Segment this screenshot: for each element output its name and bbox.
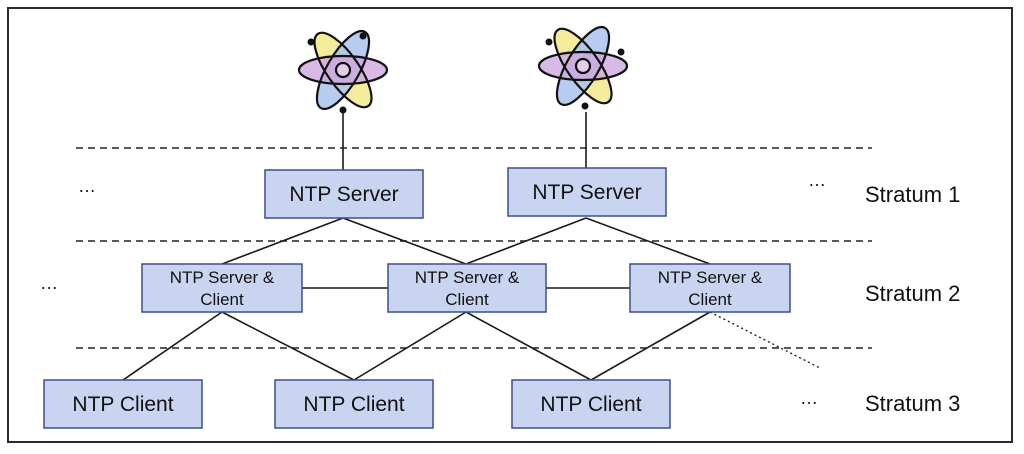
link-sc3-more (709, 311, 821, 369)
node-label: NTP Client (72, 393, 173, 416)
link-sc3-client3 (590, 311, 711, 381)
link-sc1-client2 (221, 311, 355, 381)
node-label: NTP Server (532, 181, 641, 204)
ntp-server-node: NTP Server (264, 169, 424, 219)
link-sc2-client2 (353, 311, 467, 381)
link-server2-sc3 (585, 217, 711, 265)
stratum-2-label: Stratum 2 (865, 281, 960, 306)
atom-icon (537, 25, 629, 110)
more-nodes-ellipsis: … (78, 176, 96, 196)
link-server1-sc2 (342, 217, 467, 265)
node-label: NTP Client (540, 393, 641, 416)
node-label-line-1: NTP Server & (170, 268, 275, 287)
ntp-client-node: NTP Client (274, 379, 434, 429)
ntp-client-node: NTP Client (511, 379, 671, 429)
node-label-line-1: NTP Server & (658, 268, 763, 287)
ntp-server-client-node: NTP Server & Client (387, 263, 547, 313)
node-label-line-2: Client (445, 290, 489, 309)
more-nodes-ellipsis: … (808, 170, 826, 190)
ntp-client-node: NTP Client (43, 379, 203, 429)
node-label: NTP Client (303, 393, 404, 416)
ntp-server-client-node: NTP Server & Client (141, 263, 303, 313)
connections (122, 112, 821, 381)
more-nodes-ellipsis: … (40, 273, 58, 293)
diagram-frame (7, 7, 1013, 443)
node-label: NTP Server (289, 183, 398, 206)
ntp-server-client-node: NTP Server & Client (629, 263, 791, 313)
stratum-1-label: Stratum 1 (865, 182, 960, 207)
node-label-line-2: Client (688, 290, 732, 309)
link-sc2-client3 (465, 311, 592, 381)
node-label-line-2: Client (200, 290, 244, 309)
link-server1-sc1 (221, 217, 344, 265)
link-server2-sc2 (465, 217, 587, 265)
more-nodes-ellipsis: … (800, 388, 818, 408)
link-sc1-client1 (122, 311, 223, 381)
node-label-line-1: NTP Server & (415, 268, 520, 287)
atom-icon (297, 29, 389, 114)
ntp-server-node: NTP Server (507, 167, 667, 217)
stratum-3-label: Stratum 3 (865, 391, 960, 416)
